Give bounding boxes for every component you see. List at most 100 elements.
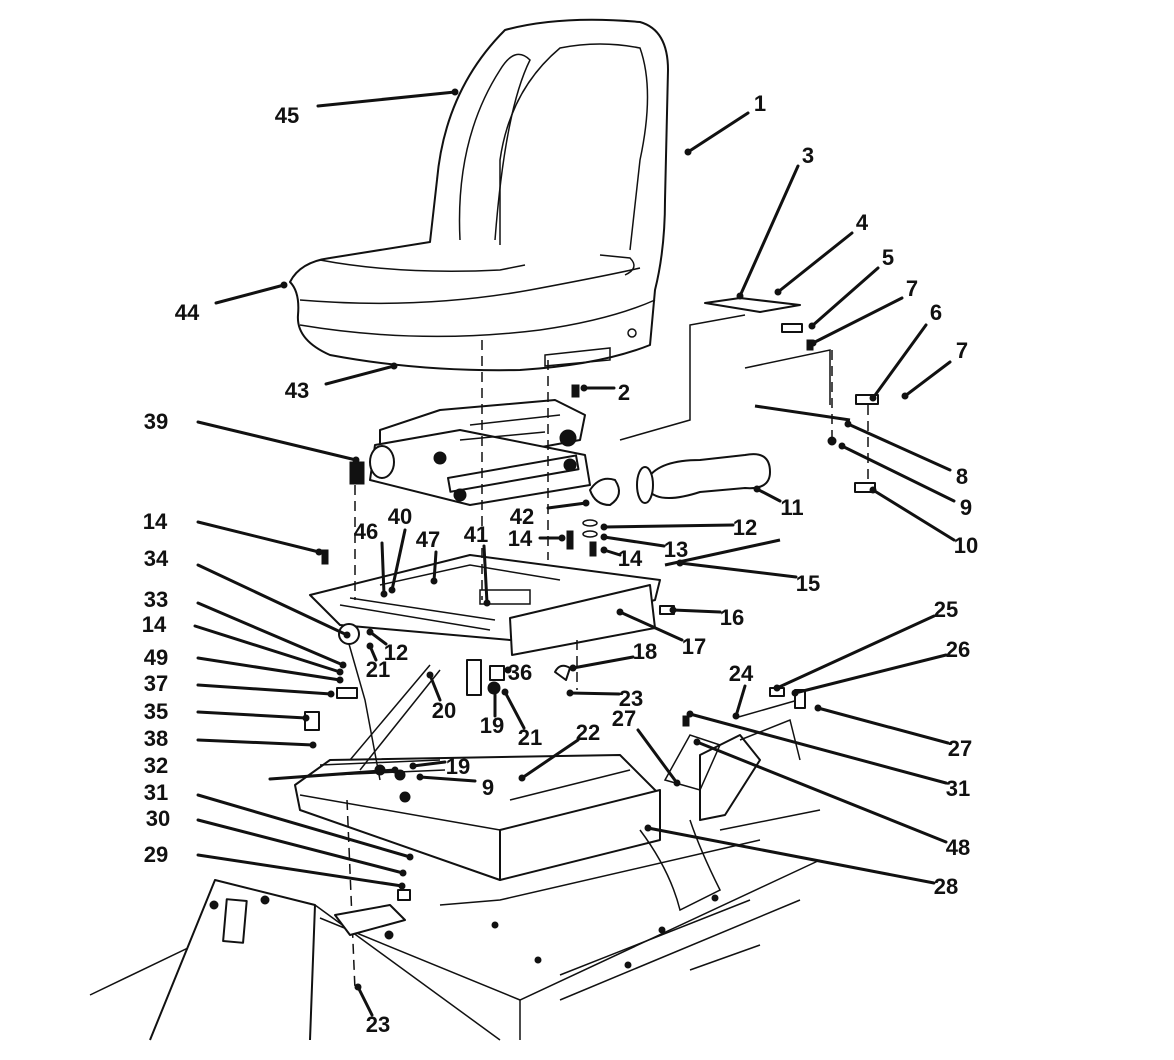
callout-number: 36 — [508, 660, 532, 685]
leader-line — [816, 706, 950, 745]
callout-23: 23 — [354, 983, 390, 1037]
leader-dot — [399, 869, 407, 877]
callout-number: 14 — [508, 526, 533, 551]
leader-dot — [426, 671, 434, 679]
leader-dot — [339, 661, 347, 669]
leader-line — [214, 283, 286, 305]
leader-line — [196, 853, 404, 888]
callout-number: 44 — [175, 300, 200, 325]
leader-line — [871, 323, 928, 400]
callout-number: 20 — [432, 698, 456, 723]
callout-10: 10 — [869, 486, 978, 558]
callout-46: 46 — [354, 519, 388, 598]
leader-line — [196, 683, 333, 696]
leader-dot — [451, 88, 459, 96]
right-pivot-bracket — [663, 687, 806, 821]
leader-line — [390, 528, 407, 592]
callout-11: 11 — [753, 485, 804, 520]
leader-line — [602, 523, 735, 529]
callout-19: 19 — [409, 754, 470, 779]
callout-15: 15 — [676, 559, 820, 596]
callout-18: 18 — [569, 639, 657, 672]
callout-number: 31 — [144, 780, 168, 805]
leader-dot — [518, 774, 526, 782]
leader-line — [411, 760, 447, 768]
callouts: 1234567789910111212131414141415161718191… — [142, 88, 978, 1037]
callout-17: 17 — [616, 608, 706, 659]
leader-dot — [844, 420, 852, 428]
leader-dot — [808, 322, 816, 330]
callout-number: 7 — [906, 276, 918, 301]
leader-dot — [693, 738, 701, 746]
callout-number: 21 — [518, 725, 542, 750]
leader-dot — [504, 666, 512, 674]
leader-dot — [366, 628, 374, 636]
callout-29: 29 — [144, 842, 406, 890]
callout-number: 5 — [882, 245, 894, 270]
callout-38: 38 — [144, 726, 317, 751]
leader-dot — [416, 773, 424, 781]
seat-base-pan — [294, 754, 661, 881]
chassis-frame — [89, 314, 831, 1041]
rod-8 — [754, 404, 851, 422]
callout-number: 9 — [482, 775, 494, 800]
callout-31: 31 — [144, 780, 414, 861]
leader-dot — [838, 442, 846, 450]
callout-number: 30 — [146, 806, 170, 831]
callout-number: 31 — [946, 776, 970, 801]
callout-number: 18 — [633, 639, 657, 664]
callout-27: 27 — [612, 706, 681, 787]
leader-line — [846, 422, 952, 472]
callout-number: 2 — [618, 380, 630, 405]
callout-7: 7 — [809, 276, 918, 347]
callout-28: 28 — [644, 824, 958, 899]
callout-2: 2 — [580, 380, 630, 405]
callout-21: 21 — [501, 688, 542, 750]
callout-number: 41 — [464, 522, 488, 547]
callout-number: 17 — [682, 634, 706, 659]
leader-dot — [673, 779, 681, 787]
leader-dot — [336, 676, 344, 684]
callout-14: 14 — [600, 546, 643, 571]
callout-23: 23 — [566, 686, 643, 711]
leader-dot — [809, 339, 817, 347]
leader-line — [678, 561, 798, 579]
callout-number: 28 — [934, 874, 958, 899]
callout-32: 32 — [144, 753, 399, 781]
leader-dot — [569, 664, 577, 672]
callout-number: 37 — [144, 671, 168, 696]
callout-47: 47 — [416, 527, 440, 585]
callout-21: 21 — [366, 642, 390, 682]
callout-19: 19 — [480, 684, 504, 738]
callout-22: 22 — [518, 720, 600, 782]
callout-39: 39 — [144, 409, 360, 464]
callout-7: 7 — [901, 338, 968, 400]
leader-line — [811, 296, 904, 345]
leader-line — [571, 655, 635, 670]
callout-number: 4 — [856, 210, 869, 235]
leader-dot — [501, 688, 509, 696]
leader-line — [776, 231, 854, 294]
callout-20: 20 — [426, 671, 456, 723]
shock-cylinder — [589, 453, 771, 506]
leader-dot — [566, 689, 574, 697]
callout-9: 9 — [416, 773, 494, 800]
callout-number: 26 — [946, 637, 970, 662]
leader-dot — [814, 704, 822, 712]
callout-number: 34 — [144, 546, 169, 571]
leader-line — [316, 90, 457, 108]
callout-number: 49 — [144, 645, 168, 670]
leader-line — [671, 608, 722, 614]
leader-dot — [280, 281, 288, 289]
callout-number: 43 — [285, 378, 309, 403]
callout-number: 35 — [144, 699, 168, 724]
callout-number: 38 — [144, 726, 168, 751]
callout-number: 21 — [366, 657, 390, 682]
callout-number: 27 — [948, 736, 972, 761]
leader-dot — [869, 486, 877, 494]
callout-number: 3 — [802, 143, 814, 168]
leader-dot — [558, 534, 566, 542]
callout-number: 25 — [934, 597, 958, 622]
leader-line — [428, 673, 442, 702]
leader-dot — [686, 710, 694, 718]
